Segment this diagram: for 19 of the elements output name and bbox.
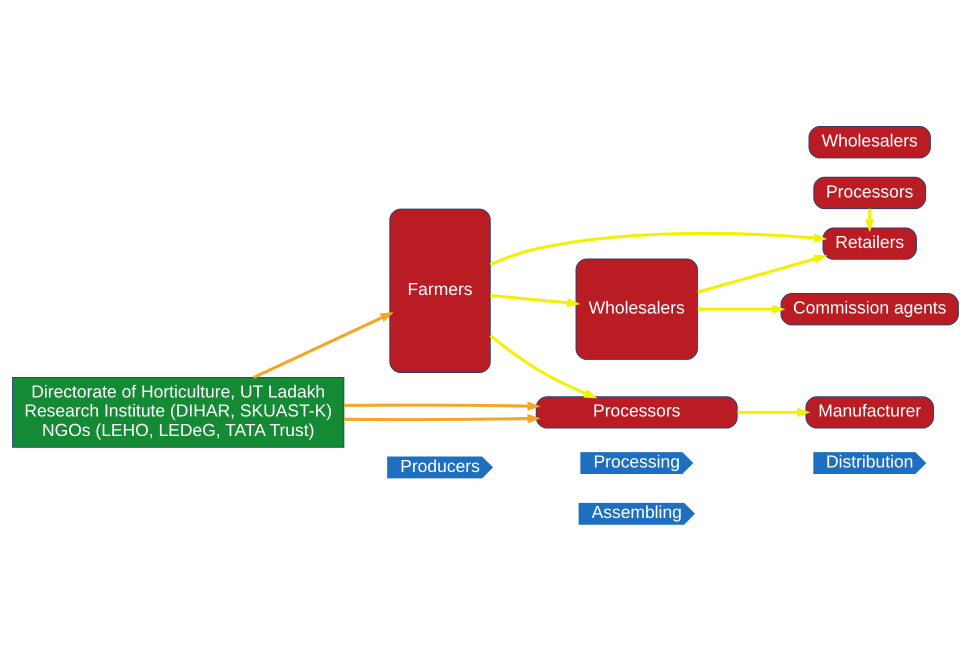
node-box: Manufacturer [805,396,934,428]
node-box: Processors [536,396,738,428]
arrow [697,254,828,294]
arrow [344,401,541,410]
node-box: Retailers [822,226,917,260]
arrow [737,407,810,416]
node-box: Directorate of Horticulture, UT Ladakh Research Institute (DIHAR, SKUAST-K) NGOs (LEHO, LEDeG, TATA Trust) [12,376,344,448]
arrow [490,231,828,266]
arrow [489,334,598,398]
node-box: Commission agents [780,292,959,325]
arrow [698,304,786,314]
arrow [865,208,874,232]
node-box: Wholesalers [808,126,931,158]
node-box: Processors [813,176,926,209]
node-box: Wholesalers [576,258,698,360]
arrow [253,312,394,378]
node-box: Farmers [389,208,491,373]
arrow [490,293,580,307]
arrow [344,414,541,423]
